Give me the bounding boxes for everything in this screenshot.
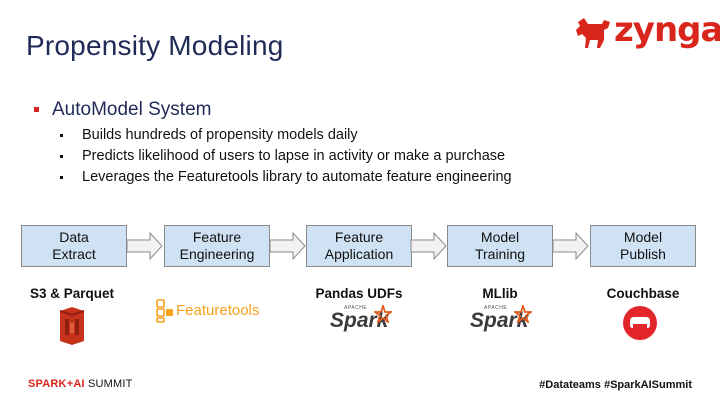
spark-star-icon xyxy=(514,305,532,323)
footer-brand: SPARK+AI SUMMIT xyxy=(28,378,133,390)
step-data-extract: Data Extract xyxy=(21,225,127,267)
tool-label-couchbase: Couchbase xyxy=(606,286,680,301)
spark-apache-text: APACHE xyxy=(344,305,368,311)
sub-bullet-text: Builds hundreds of propensity models dai… xyxy=(82,127,358,143)
zynga-wordmark: zynga xyxy=(614,10,720,50)
spark-wordmark: Spark xyxy=(330,309,389,332)
main-bullet-text: AutoModel System xyxy=(52,99,212,120)
featuretools-wordmark: Featuretools xyxy=(176,302,260,319)
sub-bullet-marker xyxy=(60,176,63,179)
featuretools-logo: Featuretools xyxy=(156,297,276,327)
step-feature-application: Feature Application xyxy=(306,225,412,267)
aws-s3-icon xyxy=(59,307,85,345)
sub-bullet: Builds hundreds of propensity models dai… xyxy=(60,127,358,143)
sub-bullet-marker xyxy=(60,155,63,158)
spark-wordmark: Spark xyxy=(470,309,529,332)
sub-bullet: Leverages the Featuretools library to au… xyxy=(60,169,512,185)
sub-bullet-marker xyxy=(60,134,63,137)
arrow-right-icon xyxy=(126,231,163,261)
footer-brand-rest: SUMMIT xyxy=(84,378,133,390)
featuretools-icon xyxy=(156,299,173,323)
arrow-right-icon xyxy=(552,231,589,261)
step-model-training: Model Training xyxy=(447,225,553,267)
apache-spark-logo: APACHE Spark xyxy=(470,305,536,341)
arrow-right-icon xyxy=(410,231,447,261)
couchbase-icon xyxy=(623,306,657,340)
footer-hashtags: #Datateams #SparkAISummit xyxy=(539,379,692,391)
apache-spark-logo: APACHE Spark xyxy=(330,305,396,341)
footer-brand-accent: SPARK+AI xyxy=(28,378,85,390)
slide-title: Propensity Modeling xyxy=(26,30,284,61)
tool-label-pandas-udfs: Pandas UDFs xyxy=(315,286,403,301)
zynga-dog-icon xyxy=(576,18,610,48)
step-feature-engineering: Feature Engineering xyxy=(164,225,270,267)
tool-label-s3: S3 & Parquet xyxy=(29,286,115,301)
sub-bullet-text: Predicts likelihood of users to lapse in… xyxy=(82,148,506,164)
arrow-right-icon xyxy=(269,231,306,261)
main-bullet: AutoModel System xyxy=(34,99,212,121)
sub-bullet: Predicts likelihood of users to lapse in… xyxy=(60,148,505,164)
spark-star-icon xyxy=(374,305,392,323)
sub-bullet-text: Leverages the Featuretools library to au… xyxy=(82,169,512,185)
zynga-logo: zynga xyxy=(574,10,720,54)
spark-apache-text: APACHE xyxy=(484,305,508,311)
bullet-marker xyxy=(34,107,39,112)
tool-label-mllib: MLlib xyxy=(482,286,518,301)
step-model-publish: Model Publish xyxy=(590,225,696,267)
